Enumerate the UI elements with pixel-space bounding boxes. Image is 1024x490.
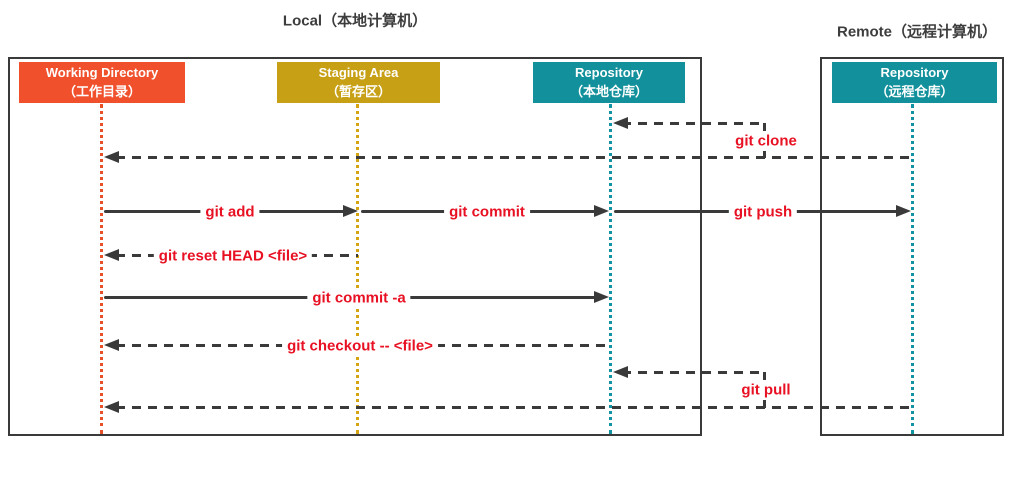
flow-label-git-clone: git clone: [730, 132, 802, 150]
local-frame: [8, 57, 702, 436]
actor-local-repository: Repository （本地仓库）: [533, 62, 685, 103]
flow-git-push-arrowhead: [896, 205, 911, 217]
flow-label-git-pull: git pull: [736, 381, 796, 399]
actor-name-cn: （工作目录）: [62, 83, 141, 99]
lifeline-staging-area: [356, 104, 359, 434]
flow-git-pull-line-top: [622, 371, 766, 374]
flow-git-add-arrowhead: [343, 205, 358, 217]
flow-git-clone-line-main: [116, 156, 913, 159]
flow-label-git-add: git add: [200, 203, 260, 221]
actor-staging-area: Staging Area （暂存区）: [277, 62, 440, 103]
actor-name: Repository: [880, 64, 949, 80]
flow-git-commit-a-arrowhead: [594, 291, 609, 303]
flow-label-git-checkout: git checkout -- <file>: [282, 337, 438, 355]
actor-remote-repository: Repository （远程仓库）: [832, 62, 997, 103]
flow-git-pull-arrowhead-wd: [104, 401, 119, 413]
actor-name: Repository: [575, 64, 643, 80]
lifeline-working-directory: [100, 104, 103, 434]
remote-section-title: Remote（远程计算机）: [836, 23, 998, 41]
actor-name-cn: （暂存区）: [325, 83, 391, 99]
lifeline-local-repository: [609, 104, 612, 434]
local-section-title: Local（本地计算机）: [282, 12, 428, 30]
actor-name: Staging Area: [318, 64, 399, 80]
flow-git-clone-line-top: [622, 122, 766, 125]
flow-label-git-commit-a: git commit -a: [307, 289, 411, 307]
flow-git-commit-arrowhead: [594, 205, 609, 217]
flow-git-clone-arrowhead-repo: [613, 117, 628, 129]
actor-working-directory: Working Directory （工作目录）: [19, 62, 185, 103]
lifeline-remote-repository: [911, 104, 914, 434]
actor-name-cn: （本地仓库）: [569, 83, 648, 99]
actor-name: Working Directory: [45, 64, 159, 80]
flow-label-git-reset: git reset HEAD <file>: [153, 247, 313, 265]
flow-git-clone-arrowhead-wd: [104, 151, 119, 163]
flow-label-git-push: git push: [728, 203, 798, 221]
flow-git-reset-arrowhead: [104, 249, 119, 261]
flow-git-checkout-arrowhead: [104, 339, 119, 351]
actor-name-cn: （远程仓库）: [875, 83, 954, 99]
flow-label-git-commit: git commit: [444, 203, 530, 221]
flow-git-pull-line-main: [116, 406, 913, 409]
flow-git-pull-arrowhead-repo: [613, 366, 628, 378]
remote-frame: [820, 57, 1004, 436]
